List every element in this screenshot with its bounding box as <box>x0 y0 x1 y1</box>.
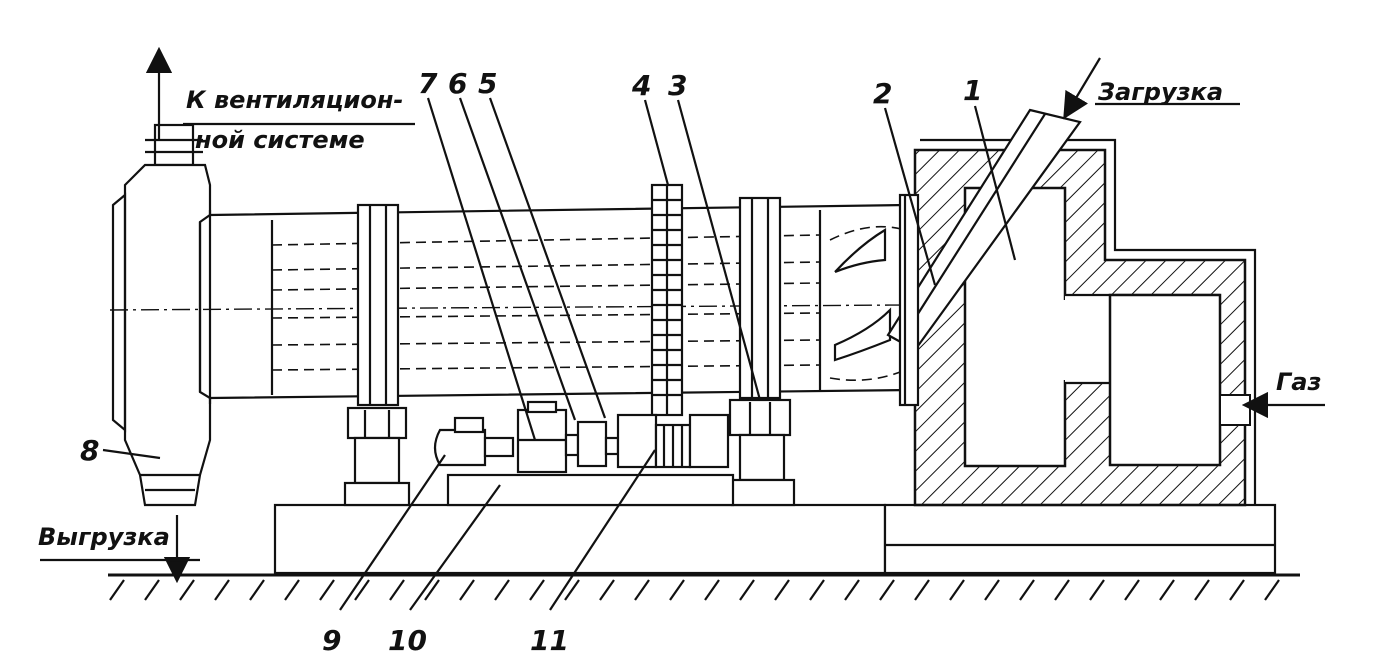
callout-2: 2 <box>873 77 892 110</box>
ground <box>108 573 1300 601</box>
callout-1: 1 <box>963 74 982 107</box>
bandage-ring-left <box>356 203 400 407</box>
bandage-ring-right <box>738 196 782 400</box>
callout-10: 10 <box>388 624 427 657</box>
drum-furnace-seal <box>898 193 920 407</box>
ground-hatch <box>109 579 1280 601</box>
callout-5: 5 <box>478 67 497 100</box>
foundation-furnace <box>883 503 1277 575</box>
callout-9: 9 <box>322 624 341 657</box>
gas-label: Газ <box>1276 368 1321 396</box>
spiral-vanes <box>829 225 906 382</box>
unloading-arrow <box>40 515 200 584</box>
furnace <box>913 138 1257 507</box>
loading-arrow <box>1063 57 1101 120</box>
callout-8: 8 <box>80 434 99 467</box>
support-roller-right <box>728 398 796 507</box>
ventilation-label-line1: К вентиляцион- <box>186 86 403 114</box>
unloading-label: Выгрузка <box>38 523 170 551</box>
support-roller-left <box>343 406 411 507</box>
drive-base-frame <box>446 473 735 507</box>
reducer <box>516 400 568 474</box>
electric-motor <box>433 416 515 467</box>
leader-lines <box>102 97 1240 611</box>
callout-6: 6 <box>448 67 467 100</box>
coupling <box>564 420 620 468</box>
loading-label: Загрузка <box>1097 78 1223 106</box>
ring-gear <box>650 183 684 417</box>
callout-3: 3 <box>668 69 687 102</box>
unloading-chamber <box>111 123 212 507</box>
drying-drum <box>109 203 914 404</box>
pinion-gear <box>616 413 730 469</box>
callout-4: 4 <box>631 69 651 102</box>
foundation-drum <box>273 503 887 575</box>
callout-7: 7 <box>418 67 438 100</box>
ventilation-label-line2: ной системе <box>195 126 365 154</box>
callout-11: 11 <box>530 624 569 657</box>
